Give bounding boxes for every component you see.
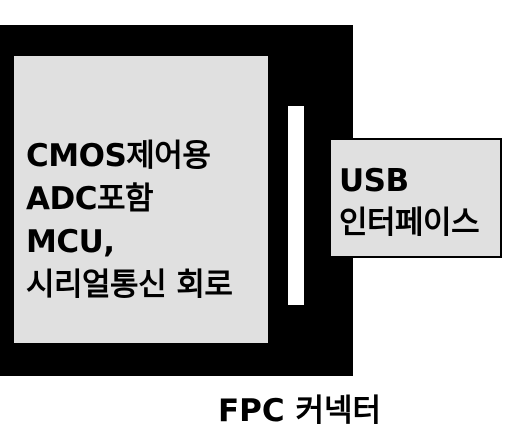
usb-interface-block: USB 인터페이스	[329, 138, 502, 258]
mcu-line-4: 시리얼통신 회로	[26, 267, 233, 303]
fpc-connector-bar	[288, 106, 304, 305]
mcu-line-3: MCU,	[26, 224, 115, 260]
mcu-line-2: ADC포함	[26, 181, 154, 217]
usb-line-2: 인터페이스	[339, 205, 480, 241]
usb-block-text: USB 인터페이스	[339, 160, 480, 244]
mcu-block-text: CMOS제어용 ADC포함 MCU, 시리얼통신 회로	[26, 135, 233, 307]
pcb-board: CMOS제어용 ADC포함 MCU, 시리얼통신 회로	[0, 25, 353, 376]
mcu-block: CMOS제어용 ADC포함 MCU, 시리얼통신 회로	[14, 56, 268, 343]
usb-line-1: USB	[339, 163, 409, 199]
fpc-connector-label: FPC 커넥터	[218, 393, 381, 429]
mcu-line-1: CMOS제어용	[26, 138, 211, 174]
